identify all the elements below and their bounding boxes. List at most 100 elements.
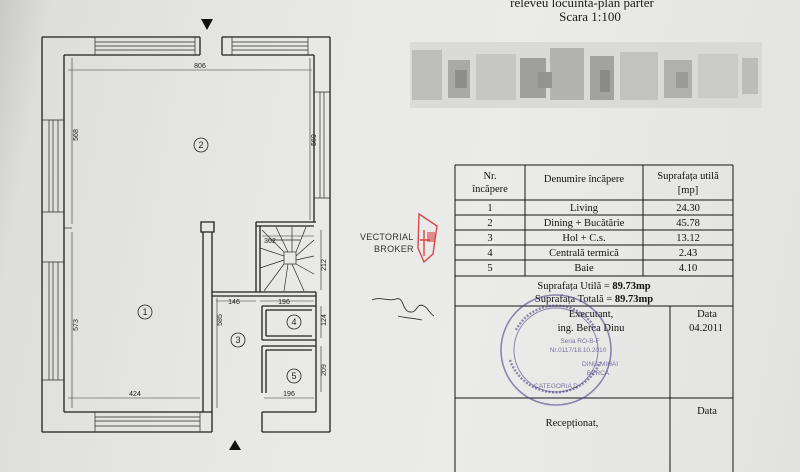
hall-partition-wall bbox=[200, 221, 215, 412]
top-left-window bbox=[94, 37, 196, 55]
row-nr: 4 bbox=[487, 248, 493, 259]
watermark-line-2: BROKER bbox=[374, 244, 414, 254]
dim-left-upper: 568 bbox=[73, 129, 80, 141]
executant-label: Executant, bbox=[569, 309, 614, 320]
header-nr-line-2: încăpere bbox=[471, 184, 508, 195]
row-name: Living bbox=[570, 203, 599, 214]
bottom-window bbox=[94, 412, 201, 432]
room-5-walls bbox=[261, 345, 316, 393]
authorization-stamp: Seria RO-B-F Nr.0117/18.10.2010 DINU-MIH… bbox=[500, 294, 618, 406]
room-1-number: 1 bbox=[142, 307, 147, 317]
stamp-series: Seria RO-B-F bbox=[560, 338, 599, 345]
row-nr: 2 bbox=[487, 218, 492, 229]
row-area: 24.30 bbox=[676, 203, 700, 214]
south-entry-arrow-icon bbox=[229, 440, 241, 450]
room-4-number: 4 bbox=[291, 317, 296, 327]
room-5-marker: 5 bbox=[286, 368, 302, 384]
row-name: Baie bbox=[574, 263, 594, 274]
under-stair-wall bbox=[212, 291, 316, 297]
room-3-marker: 3 bbox=[230, 332, 246, 348]
dim-right-upper: 569 bbox=[311, 134, 318, 146]
dimension-lines bbox=[68, 58, 322, 408]
row-area: 2.43 bbox=[679, 248, 697, 259]
row-name: Dining + Bucătărie bbox=[544, 218, 625, 229]
stamp-category: CATEGORIA D bbox=[534, 383, 578, 390]
stamp-number: Nr.0117/18.10.2010 bbox=[550, 347, 607, 354]
table-grid bbox=[454, 164, 734, 472]
dim-hall-length: 585 bbox=[217, 314, 224, 326]
stamp-outer-ring bbox=[500, 294, 612, 406]
dim-living-bottom: 424 bbox=[129, 391, 141, 398]
row-nr: 5 bbox=[487, 263, 492, 274]
stair-enclosure bbox=[255, 221, 316, 292]
header-room-name: Denumire încăpere bbox=[544, 174, 625, 185]
header-area-line-1: Suprafața utilă bbox=[657, 171, 719, 182]
table-row: 5 Baie 4.10 bbox=[487, 263, 697, 274]
right-window bbox=[314, 91, 330, 199]
scale-label: Scara 1:100 bbox=[559, 9, 621, 24]
row-area: 45.78 bbox=[676, 218, 700, 229]
dim-stair-width: 196 bbox=[278, 299, 290, 306]
table-row: 4 Centrală termică 2.43 bbox=[487, 248, 697, 259]
table-row: 1 Living 24.30 bbox=[487, 203, 699, 214]
document-title: releveu locuinta-plan parter bbox=[510, 0, 654, 10]
north-entry-arrow-icon bbox=[201, 19, 213, 30]
total-area-summary: Suprafața Totală = 89.73mp bbox=[535, 294, 653, 305]
watermark-line-1: VECTORIAL bbox=[360, 232, 414, 242]
right-inner-wall bbox=[313, 55, 317, 412]
room-3-number: 3 bbox=[235, 335, 240, 345]
room-5-number: 5 bbox=[291, 371, 296, 381]
row-area: 4.10 bbox=[679, 263, 697, 274]
room-area-table: Nr. încăpere Denumire încăpere Suprafața… bbox=[454, 164, 734, 472]
useful-area-label: Suprafața Utilă = bbox=[537, 281, 612, 292]
staircase bbox=[259, 226, 315, 292]
table-row: 2 Dining + Bucătărie 45.78 bbox=[487, 218, 699, 229]
room-4-marker: 4 bbox=[286, 314, 302, 330]
row-name: Centrală termică bbox=[549, 248, 619, 259]
dim-room4-length: 124 bbox=[321, 314, 328, 326]
left-lower-window bbox=[42, 261, 64, 381]
dim-stair-length: 362 bbox=[264, 238, 276, 245]
top-right-window bbox=[231, 37, 309, 55]
executant-name: ing. Berca Dinu bbox=[558, 323, 626, 334]
useful-area-value: 89.73mp bbox=[612, 281, 650, 292]
floor-plan bbox=[41, 36, 331, 433]
left-upper-window bbox=[42, 119, 64, 213]
stair-newel bbox=[283, 251, 297, 265]
useful-area-summary: Suprafața Utilă = 89.73mp bbox=[537, 281, 650, 292]
total-area-label: Suprafața Totală = bbox=[535, 294, 615, 305]
signature-scribble bbox=[371, 298, 435, 321]
dim-room5-width: 196 bbox=[283, 391, 295, 398]
executant-date: 04.2011 bbox=[689, 323, 723, 334]
dim-left-lower: 573 bbox=[73, 319, 80, 331]
room-2-number: 2 bbox=[198, 140, 203, 150]
dim-overall-width: 806 bbox=[194, 63, 206, 70]
watermark-logo-mark-icon bbox=[427, 232, 435, 242]
stamp-arc-lettering bbox=[508, 304, 602, 394]
reception-label: Recepționat, bbox=[546, 418, 599, 429]
room-1-marker: 1 bbox=[137, 304, 153, 320]
top-wall-right bbox=[221, 36, 330, 56]
stamp-name-line-2: BERCA bbox=[587, 370, 610, 377]
row-nr: 3 bbox=[487, 233, 492, 244]
dim-hall-width: 146 bbox=[228, 299, 240, 306]
executant-date-label: Data bbox=[697, 309, 717, 320]
total-area-value: 89.73mp bbox=[615, 294, 653, 305]
blurred-redacted-area bbox=[410, 42, 762, 108]
stair-treads bbox=[259, 226, 315, 292]
row-name: Hol + C.s. bbox=[562, 233, 605, 244]
dim-stair-depth: 212 bbox=[321, 259, 328, 271]
header-nr-line-1: Nr. bbox=[483, 171, 496, 182]
room-2-marker: 2 bbox=[193, 137, 209, 153]
bottom-wall bbox=[42, 411, 330, 433]
header-area-line-2: [mp] bbox=[678, 185, 698, 196]
dim-room5-length: 209 bbox=[321, 364, 328, 376]
top-wall-left bbox=[42, 36, 201, 56]
table-row: 3 Hol + C.s. 13.12 bbox=[487, 233, 699, 244]
stamp-name-line-1: DINU-MIHAI bbox=[582, 361, 618, 368]
reception-date-label: Data bbox=[697, 406, 717, 417]
row-nr: 1 bbox=[487, 203, 492, 214]
vectorial-broker-watermark: VECTORIAL BROKER bbox=[360, 212, 438, 264]
room-4-walls bbox=[261, 305, 316, 341]
